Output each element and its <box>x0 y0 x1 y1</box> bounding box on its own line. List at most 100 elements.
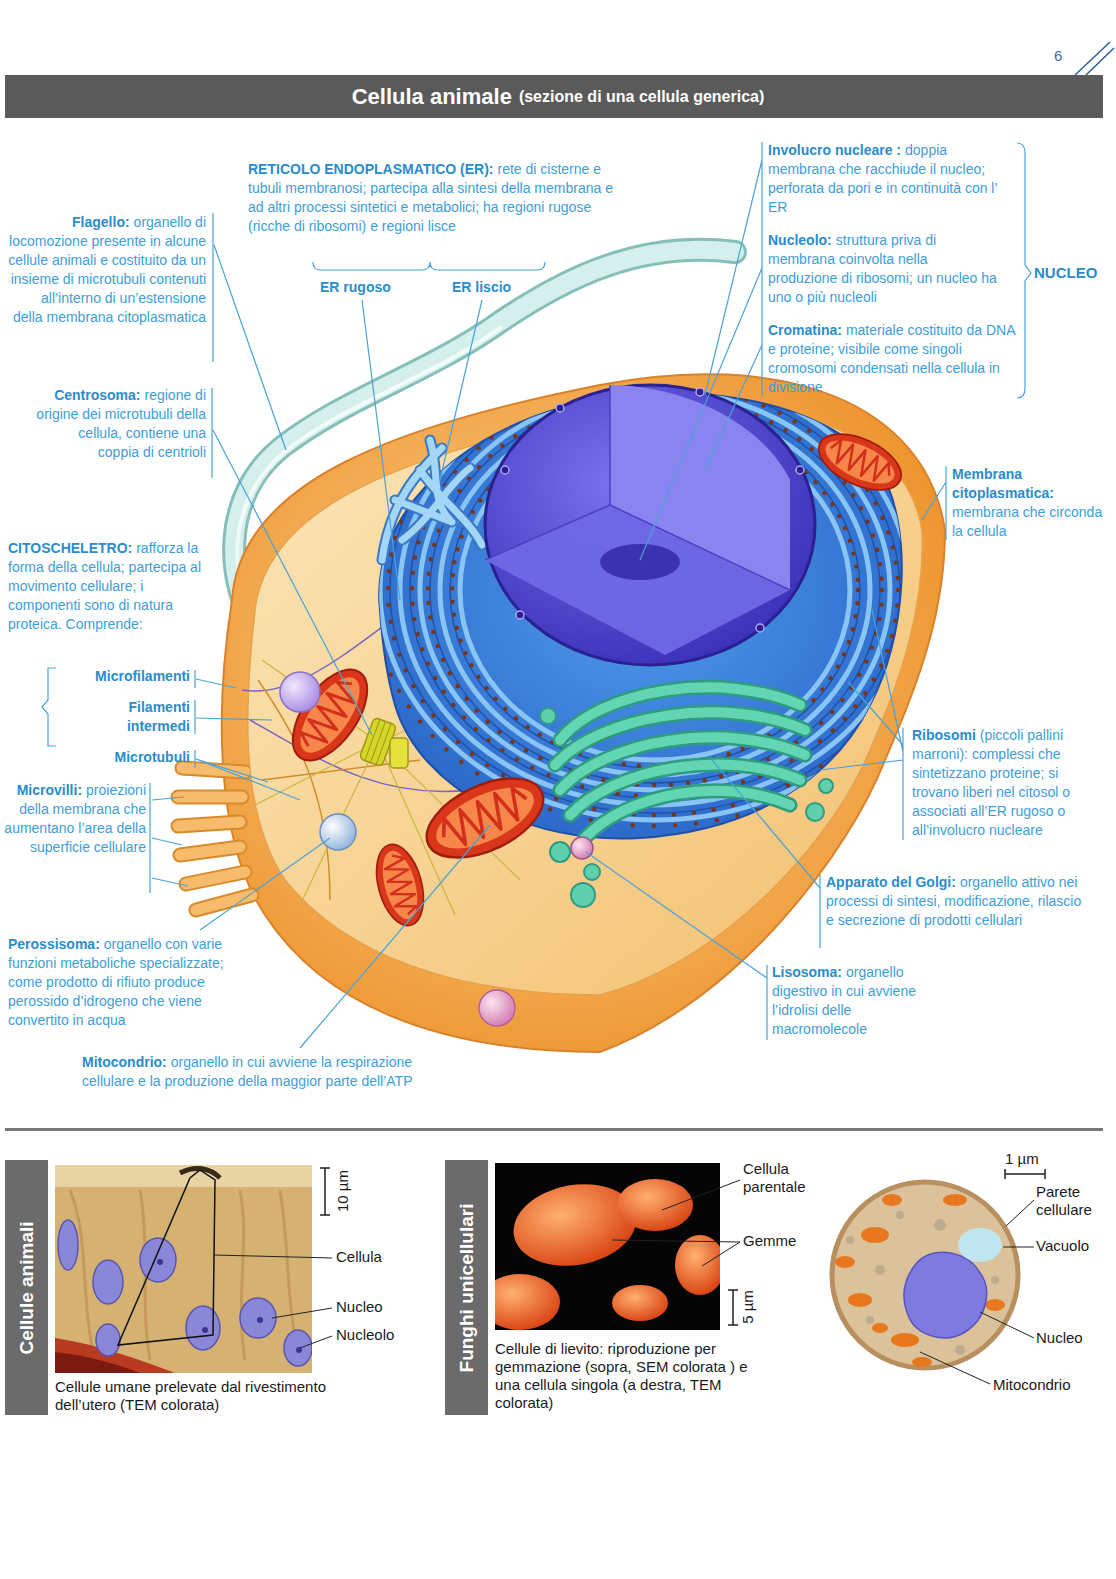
ribosome-dot <box>485 763 489 767</box>
leader-lines-part <box>313 262 545 270</box>
ribosome-dot <box>917 621 921 625</box>
ribosome-dot <box>916 674 920 678</box>
leader-lines-part <box>712 760 820 948</box>
ribosome-dot <box>790 395 794 399</box>
photo-uterus-part-part <box>118 1170 215 1345</box>
ribosome-dot <box>929 641 933 645</box>
ribosome-dot <box>409 468 413 472</box>
ribosome-dot <box>834 753 838 757</box>
microvilli-part <box>178 768 252 910</box>
callout: Flagello:organello di locomozione presen… <box>8 213 206 327</box>
ribosome-dot <box>936 588 940 592</box>
photo-label: Cellula parentale <box>743 1160 806 1195</box>
ribosome-dot <box>496 391 500 395</box>
callout-heading: RETICOLO ENDOPLASMATICO (ER): <box>248 161 494 177</box>
nucleus-part-part <box>756 624 764 632</box>
ribosome-dot <box>676 364 680 368</box>
smooth-er-part <box>382 440 482 560</box>
ribosome-dot <box>616 365 620 369</box>
part-label: ER liscio <box>452 278 542 297</box>
photo-uterus-part-part <box>55 1352 140 1373</box>
nucleus-part <box>600 544 680 580</box>
side-band: Funghi unicellulari <box>445 1160 488 1415</box>
ribosome-dot <box>895 576 899 580</box>
photo-label: Vacuolo <box>1036 1237 1089 1254</box>
ribosome-dot <box>896 588 900 592</box>
ribosome-dot <box>895 603 899 607</box>
callout: CITOSCHELETRO:rafforza la forma della ce… <box>8 539 214 634</box>
ribosome-dot <box>820 687 824 691</box>
ribosome-dot <box>898 706 902 710</box>
leader-lines-part <box>300 825 490 1048</box>
yeast-cell-tem-part-part <box>835 1256 855 1268</box>
ribosome-dot <box>740 747 744 751</box>
leader-lines-part <box>1017 143 1031 398</box>
callout-heading: Lisosoma: <box>772 964 842 980</box>
leader-lines-part <box>200 838 330 930</box>
callout: Apparato del Golgi:organello attivo nei … <box>826 873 1088 930</box>
ribosome-dot <box>843 717 847 721</box>
ribosome-dot <box>837 514 841 518</box>
yeast-cell-tem-part-part <box>861 1227 889 1243</box>
vesicles-part <box>479 990 515 1026</box>
ribosome-dot <box>397 689 401 693</box>
ribosome-dot <box>901 670 905 674</box>
mitochondria-part <box>415 762 555 873</box>
ribosome-dot <box>431 713 435 717</box>
title-bar: Cellula animale(sezione di una cellula g… <box>0 75 1116 118</box>
part-label: Microtubuli <box>115 749 190 765</box>
ribosome-dot <box>731 803 735 807</box>
photo-yeast-part <box>495 1163 720 1330</box>
ribosome-dot <box>880 516 884 520</box>
ribosome-dot <box>387 569 391 573</box>
photo-uterus-part <box>214 1255 332 1348</box>
ribosome-dot <box>793 419 797 423</box>
ribosome-dot <box>919 575 923 579</box>
ribosome-dot <box>477 465 481 469</box>
ribosome-dot <box>486 738 490 742</box>
ribosome-dot <box>829 773 833 777</box>
ribosome-dot <box>728 392 732 396</box>
callout-heading: Mitocondrio: <box>82 1054 167 1070</box>
ribosome-dot <box>874 735 878 739</box>
ribosome-dot <box>630 823 634 827</box>
ribosome-dot <box>451 573 455 577</box>
ribosome-dot <box>851 551 855 555</box>
ribosome-dot <box>514 382 518 386</box>
page-decor-part <box>5 1128 1103 1131</box>
photo-uterus-part <box>320 1168 330 1215</box>
ribosome-dot <box>442 690 446 694</box>
ribosome-dot <box>444 747 448 751</box>
yeast-cell-tem-part <box>920 1200 1034 1384</box>
ribosome-dot <box>371 568 375 572</box>
yeast-cell-tem-part-part <box>934 1219 946 1231</box>
page-decor <box>5 42 1114 1131</box>
yeast-cell-tem-part <box>904 1252 987 1338</box>
ribosome-dot <box>524 748 528 752</box>
ribosome-dot <box>822 414 826 418</box>
leader-lines-part <box>586 852 767 1040</box>
ribosome-dot <box>656 352 660 356</box>
yeast-cell-tem-part <box>958 1228 1002 1262</box>
ribosome-dot <box>580 784 584 788</box>
ribosome-dot <box>503 707 507 711</box>
ribosome-dot <box>873 501 877 505</box>
yeast-cell-tem-part <box>1005 1169 1045 1179</box>
centrosome <box>359 717 420 775</box>
ribosome-dot <box>930 539 934 543</box>
ribosome-dot <box>392 636 396 640</box>
ribosome-dot <box>745 397 749 401</box>
ribosome-dot <box>863 691 867 695</box>
ribosome-dot <box>935 574 939 578</box>
mitochondria-part <box>810 423 910 502</box>
ribosome-dot <box>518 416 522 420</box>
ribosome-dot <box>550 401 554 405</box>
photo-uterus-part-part <box>55 1165 312 1373</box>
nucleus-part <box>485 385 790 590</box>
callout: Nucleolo:struttura priva di membrana coi… <box>768 231 1000 307</box>
scale-label: 10 µm <box>334 1170 352 1212</box>
ribosome-dot <box>558 377 562 381</box>
ribosome-dot <box>879 577 883 581</box>
photo-uterus-part-part-part <box>96 1324 120 1356</box>
